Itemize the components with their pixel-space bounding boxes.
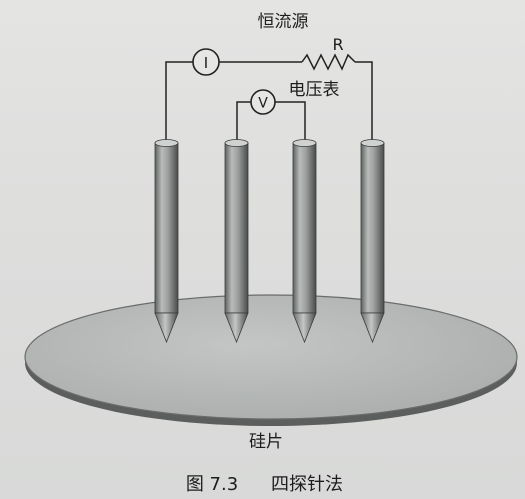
current-source-label: 恒流源 bbox=[258, 12, 309, 32]
probe-3 bbox=[292, 139, 317, 344]
circuit-wires bbox=[165, 61, 373, 143]
voltmeter-symbol: V bbox=[258, 96, 268, 112]
wafer-surface bbox=[24, 294, 518, 420]
resistor-label: R bbox=[332, 35, 343, 54]
probe-4 bbox=[360, 139, 385, 344]
caption-number: 图 7.3 bbox=[186, 474, 238, 495]
voltmeter: V 电压表 bbox=[250, 80, 340, 115]
resistor-zigzag bbox=[301, 53, 356, 71]
voltmeter-label: 电压表 bbox=[289, 80, 340, 100]
voltmeter-circle bbox=[250, 89, 276, 115]
probe-1 bbox=[154, 139, 179, 344]
wire-current-left bbox=[165, 61, 193, 143]
figure-caption: 图 7.3 四探针法 bbox=[186, 474, 343, 495]
ammeter-circle bbox=[192, 48, 220, 76]
wafer-label: 硅片 bbox=[249, 432, 283, 452]
wire-voltage-right bbox=[275, 101, 306, 142]
probe-2 bbox=[224, 139, 249, 344]
ammeter: I bbox=[192, 48, 220, 76]
resistor: R bbox=[301, 35, 356, 71]
caption-title: 四探针法 bbox=[271, 474, 343, 495]
wire-current-right bbox=[355, 61, 373, 142]
silicon-wafer bbox=[24, 294, 518, 426]
ammeter-symbol: I bbox=[204, 54, 208, 72]
wire-voltage-left bbox=[236, 101, 251, 143]
